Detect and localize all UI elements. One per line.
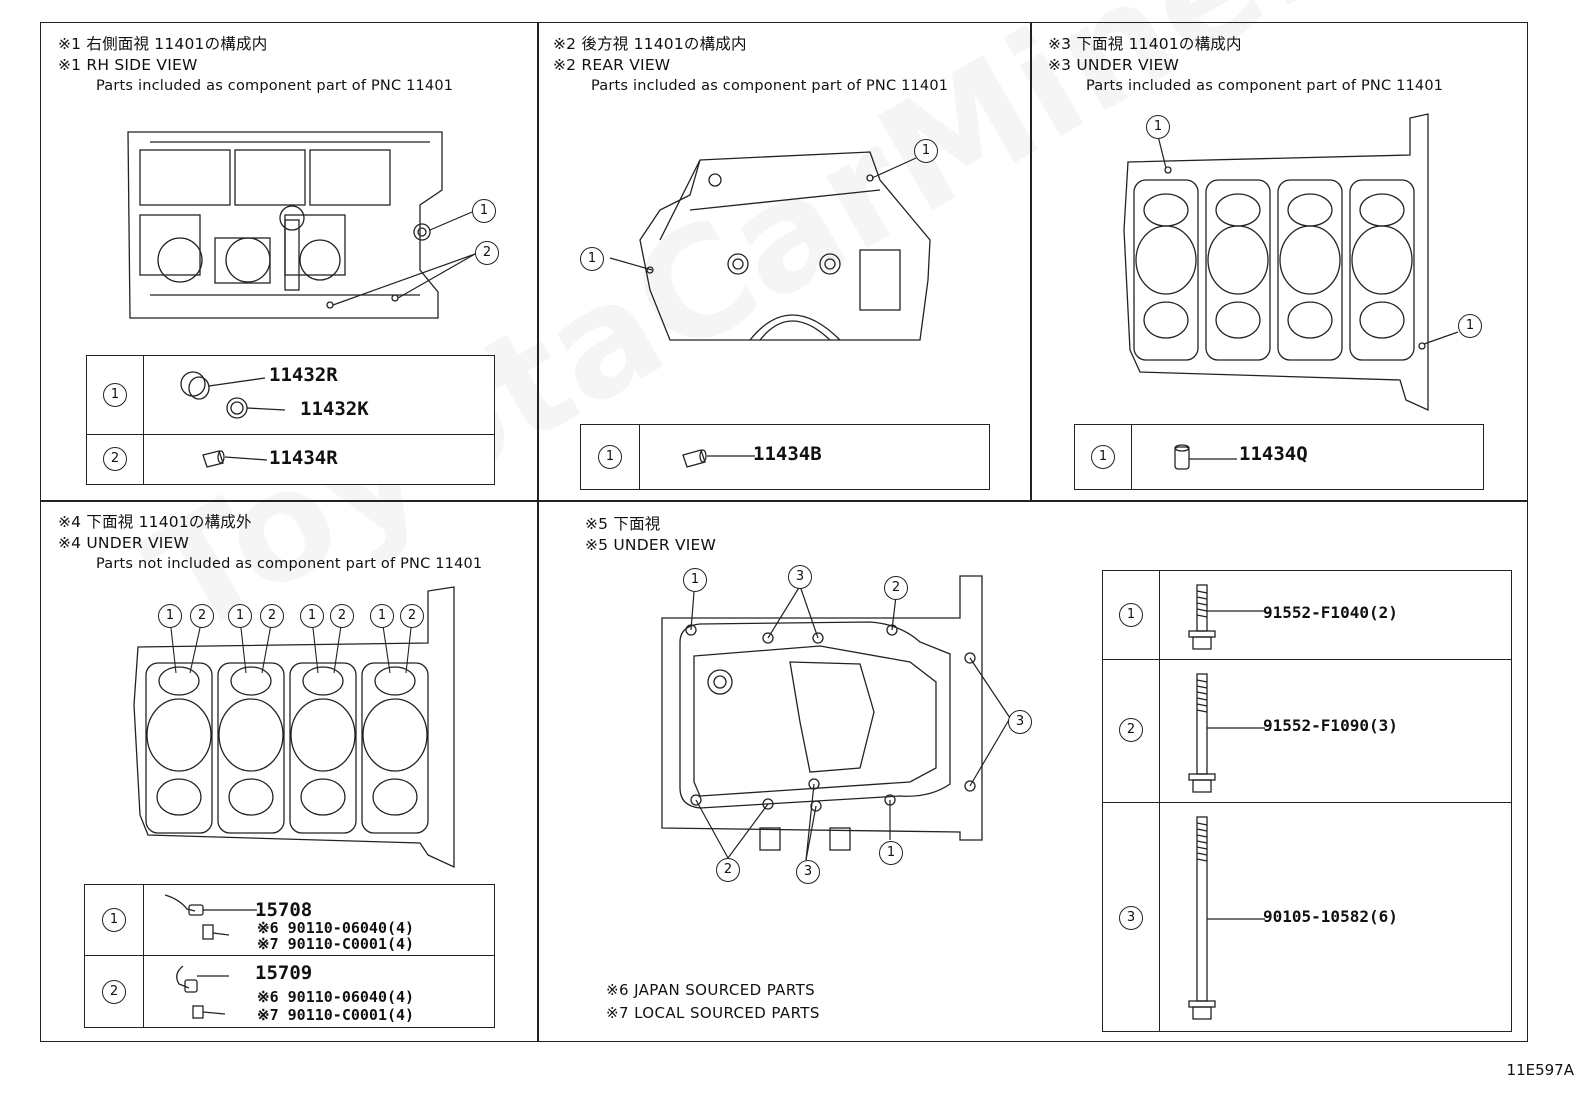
callout: 1 (580, 247, 604, 271)
callout: 3 (796, 860, 820, 884)
ref-number: 3 (1119, 906, 1143, 930)
bolt-icon (1188, 584, 1265, 650)
part-number[interactable]: 11434Q (1239, 443, 1308, 465)
part-number[interactable]: 15708 (255, 899, 313, 921)
oil-jet-icon (176, 965, 229, 1019)
note-local: ※7 90110-C0001(4) (257, 1006, 415, 1024)
ref-number: 1 (598, 445, 622, 469)
panel-3-subtitle: Parts included as component part of PNC … (1086, 78, 1444, 94)
panel-4-en-title: ※4 UNDER VIEW (58, 534, 190, 552)
panel-4-header: ※4 下面視 11401の構成外 ※4 UNDER VIEW Parts not… (58, 512, 482, 575)
figure-code: 11E597A (1506, 1061, 1574, 1079)
divider (537, 22, 539, 1042)
divider (1030, 22, 1032, 500)
panel-3-jp-title: ※3 下面視 11401の構成内 (1048, 35, 1242, 53)
callout: 2 (260, 604, 284, 628)
callout: 1 (879, 841, 903, 865)
diagram-frame (40, 22, 1528, 1042)
pin-icon (682, 449, 755, 468)
callout: 1 (914, 139, 938, 163)
under-view-drawing (1123, 113, 1459, 412)
table-row: 1 91552-F1040(2) (1103, 571, 1511, 659)
ref-number: 2 (103, 447, 127, 471)
callout: 2 (330, 604, 354, 628)
pin-icon (202, 450, 268, 468)
note-japan: ※6 90110-06040(4) (257, 919, 415, 937)
table-row: 1 15708 ※6 90110-06040(4) ※7 90110-C0001… (85, 885, 494, 955)
parts-table-4: 1 15708 ※6 90110-06040(4) ※7 90110-C0001… (84, 884, 495, 1028)
callout: 1 (472, 199, 496, 223)
part-number[interactable]: 90105-10582(6) (1263, 907, 1398, 926)
callout: 2 (884, 576, 908, 600)
panel-1-header: ※1 右側面視 11401の構成内 ※1 RH SIDE VIEW Parts … (58, 34, 453, 97)
callout: 1 (158, 604, 182, 628)
pin-icon (1174, 444, 1237, 470)
part-number[interactable]: 11432K (300, 398, 369, 420)
callout: 3 (788, 565, 812, 589)
panel-2-en-title: ※2 REAR VIEW (553, 56, 671, 74)
ref-number: 1 (103, 383, 127, 407)
rear-view-drawing (609, 151, 931, 341)
ref-number: 2 (1119, 718, 1143, 742)
panel-3-header: ※3 下面視 11401の構成内 ※3 UNDER VIEW Parts inc… (1048, 34, 1443, 97)
callout: 1 (1458, 314, 1482, 338)
callout: 2 (716, 858, 740, 882)
panel-3-en-title: ※3 UNDER VIEW (1048, 56, 1180, 74)
panel-1-en-title: ※1 RH SIDE VIEW (58, 56, 198, 74)
table-row: 1 11434B (581, 425, 989, 489)
callout: 2 (190, 604, 214, 628)
bolt-icon (1188, 816, 1265, 1020)
panel-5-jp-title: ※5 下面視 (585, 515, 661, 533)
table-row: 1 11434Q (1075, 425, 1483, 489)
note-japan: ※6 90110-06040(4) (257, 988, 415, 1006)
plug-icon (180, 371, 286, 419)
callout: 1 (228, 604, 252, 628)
part-number[interactable]: 91552-F1090(3) (1263, 716, 1398, 735)
panel-4-jp-title: ※4 下面視 11401の構成外 (58, 513, 252, 531)
oil-jet-icon (164, 894, 257, 940)
callout: 2 (400, 604, 424, 628)
table-row: 3 90105-10582(6) (1103, 802, 1511, 1032)
panel-2-header: ※2 後方視 11401の構成内 ※2 REAR VIEW Parts incl… (553, 34, 948, 97)
ref-number: 1 (102, 908, 126, 932)
part-number[interactable]: 11432R (269, 364, 338, 386)
table-row: 2 11434R (87, 434, 494, 485)
callout: 1 (683, 568, 707, 592)
rh-side-view-drawing (127, 131, 476, 319)
parts-table-3: 1 11434Q (1074, 424, 1484, 490)
part-number[interactable]: 15709 (255, 962, 313, 984)
callout: 3 (1008, 710, 1032, 734)
panel-5-header: ※5 下面視 ※5 UNDER VIEW (585, 514, 716, 556)
panel-1-subtitle: Parts included as component part of PNC … (96, 78, 454, 94)
panel-2-subtitle: Parts included as component part of PNC … (591, 78, 949, 94)
divider (40, 500, 1528, 502)
callout: 2 (475, 241, 499, 265)
oil-pan-drawing (661, 575, 1011, 861)
parts-table-5: 1 91552-F1040(2) 2 91552-F1090(3) (1102, 570, 1512, 1032)
parts-table-1: 1 11432R 11432K 2 11434R (86, 355, 495, 485)
panel-4-subtitle: Parts not included as component part of … (96, 556, 483, 572)
footnote-japan: ※6 JAPAN SOURCED PARTS (606, 981, 816, 999)
bolt-icon (1188, 673, 1265, 793)
part-number[interactable]: 11434R (269, 447, 338, 469)
callout: 1 (300, 604, 324, 628)
callout: 1 (370, 604, 394, 628)
under-view-drawing (133, 586, 455, 869)
part-number[interactable]: 11434B (753, 443, 822, 465)
footnote-local: ※7 LOCAL SOURCED PARTS (606, 1004, 820, 1022)
ref-number: 2 (102, 980, 126, 1004)
panel-2-jp-title: ※2 後方視 11401の構成内 (553, 35, 747, 53)
note-local: ※7 90110-C0001(4) (257, 935, 415, 953)
table-row: 2 91552-F1090(3) (1103, 659, 1511, 803)
ref-number: 1 (1091, 445, 1115, 469)
callout: 1 (1146, 115, 1170, 139)
panel-5-en-title: ※5 UNDER VIEW (585, 536, 717, 554)
panel-1-jp-title: ※1 右側面視 11401の構成内 (58, 35, 268, 53)
part-number[interactable]: 91552-F1040(2) (1263, 603, 1398, 622)
ref-number: 1 (1119, 603, 1143, 627)
table-row: 2 15709 ※6 90110-06040(4) ※7 90110-C0001… (85, 955, 494, 1028)
parts-table-2: 1 11434B (580, 424, 990, 490)
table-row: 1 11432R 11432K (87, 356, 494, 434)
